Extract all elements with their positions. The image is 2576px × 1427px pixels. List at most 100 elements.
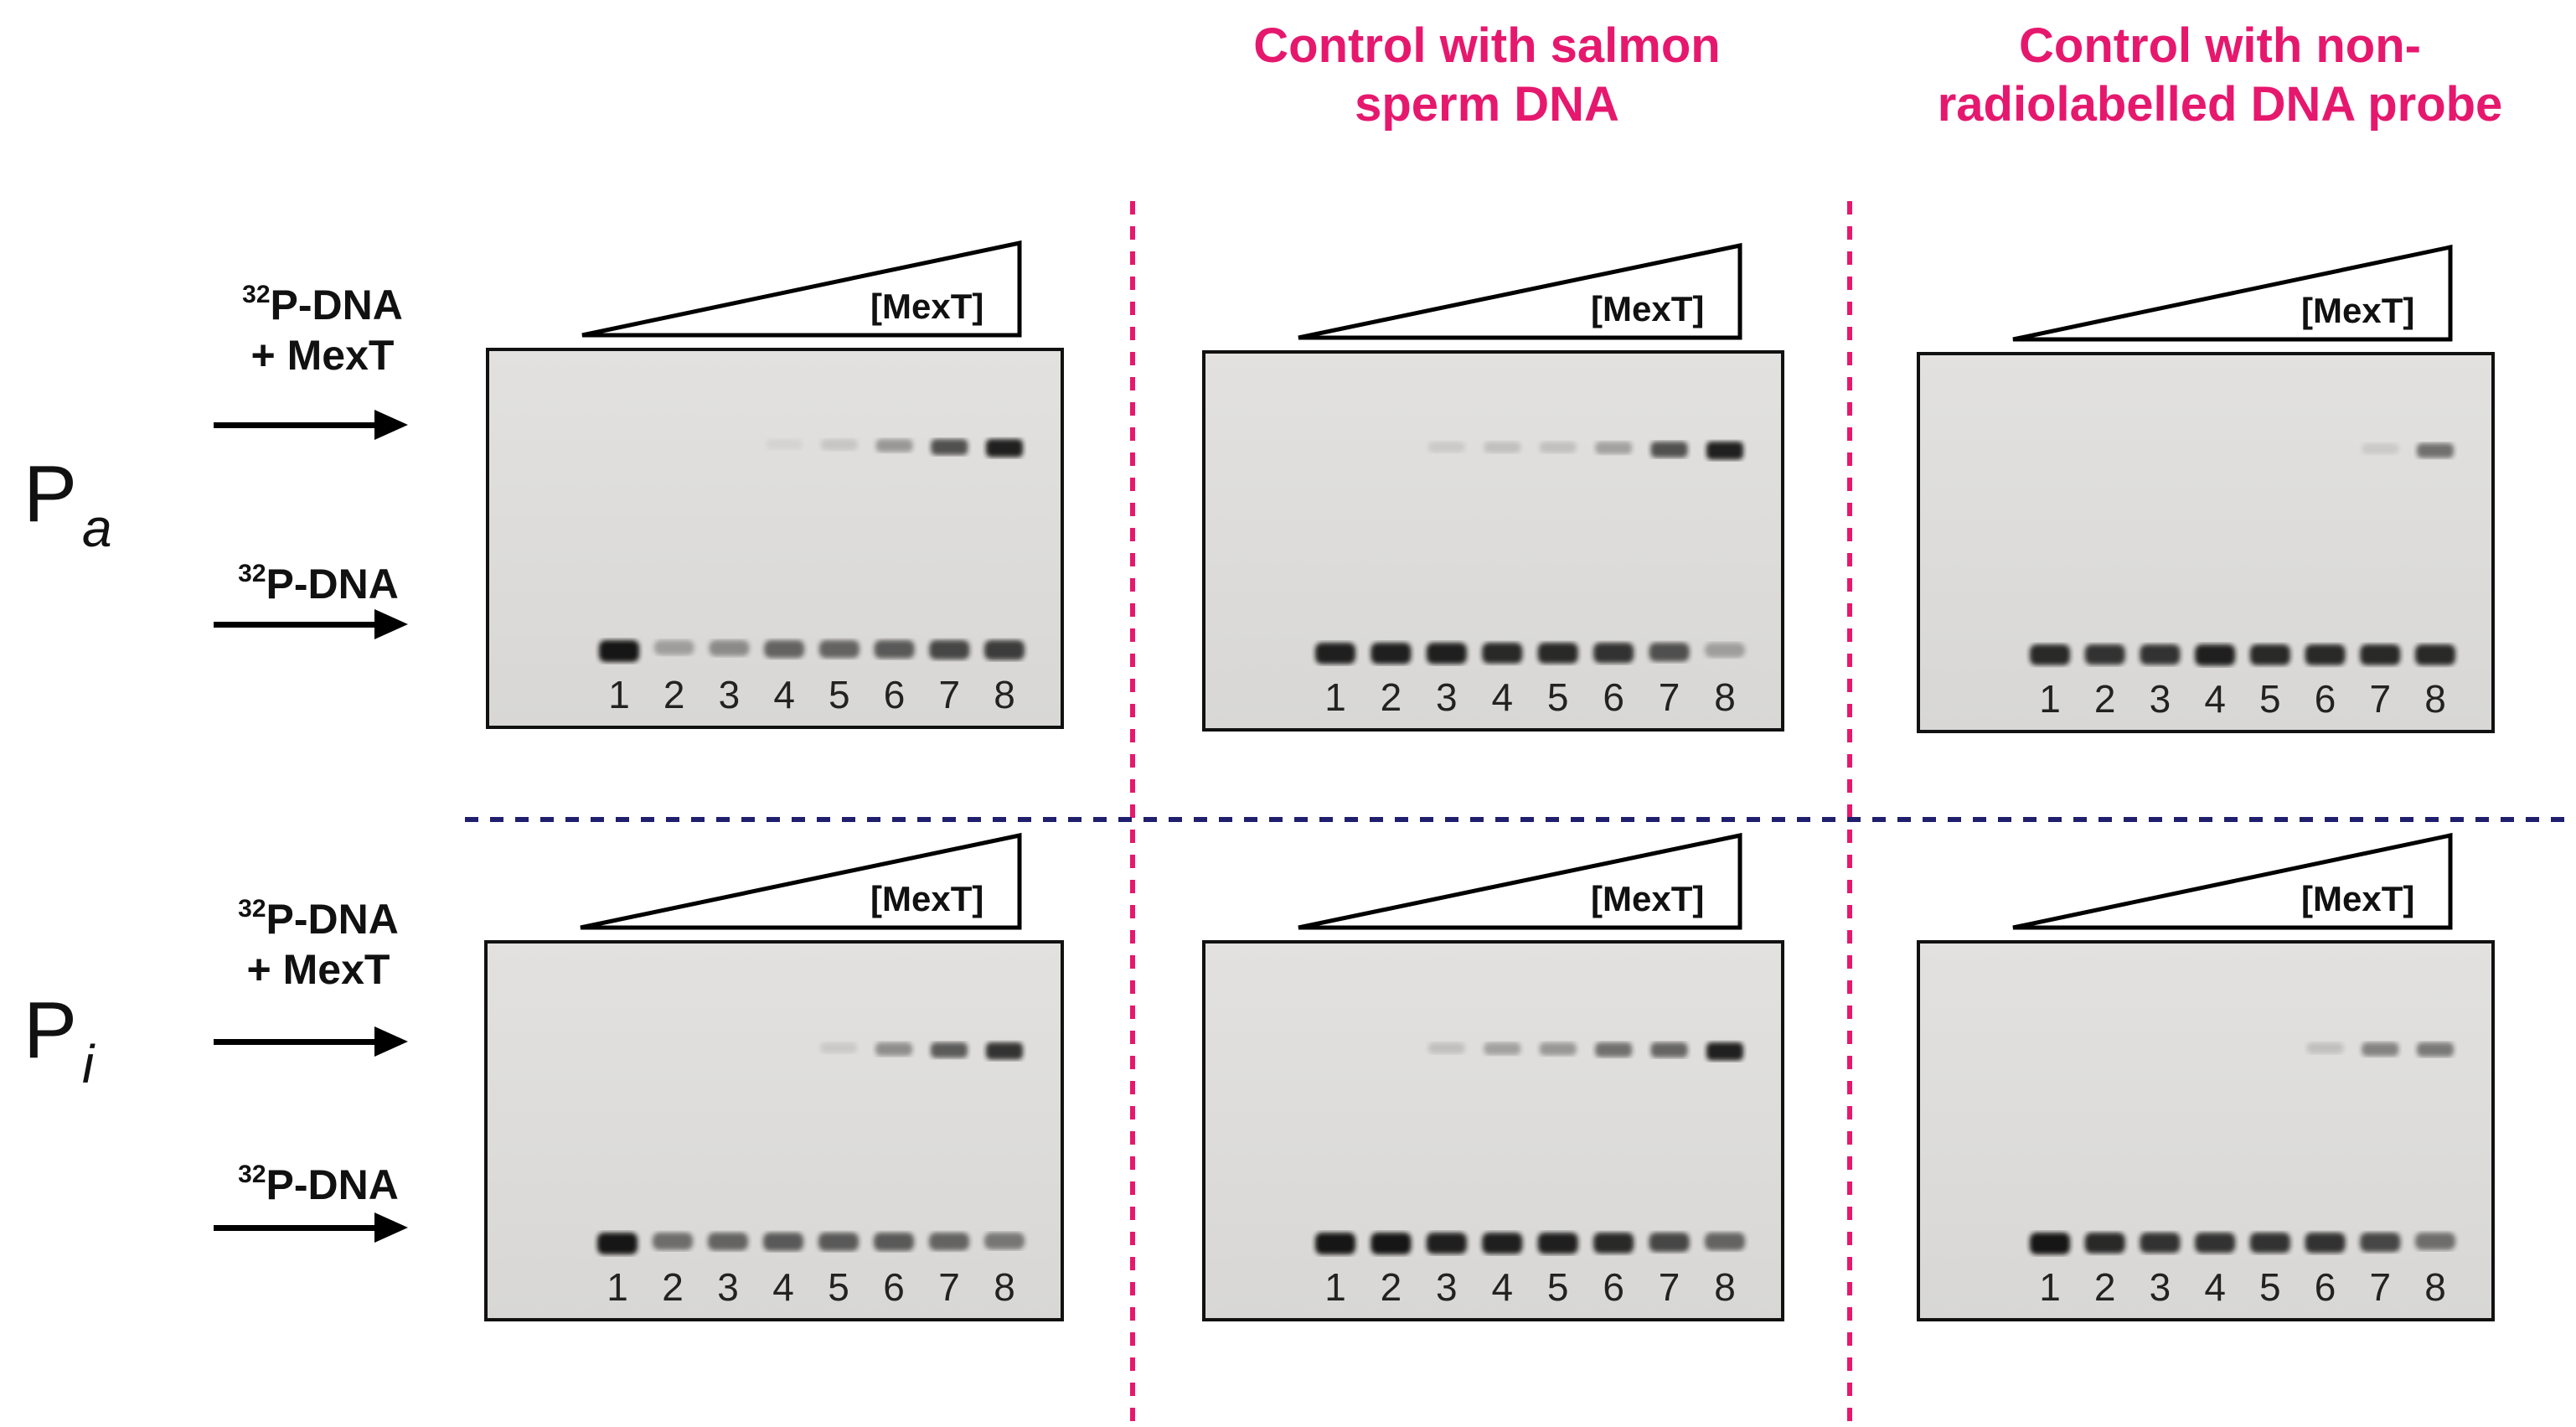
free-band (1537, 643, 1578, 664)
free-band (2140, 1233, 2181, 1254)
gel-bands (2030, 443, 2455, 666)
bound-band (986, 1042, 1023, 1060)
free-band (2084, 644, 2125, 665)
superscript-32: 32 (238, 1161, 266, 1188)
free-band (653, 640, 694, 655)
lane-number: 3 (717, 1265, 739, 1309)
column-title-line: sperm DNA (1355, 77, 1619, 132)
free-band (1371, 1233, 1412, 1254)
bound-band (820, 439, 858, 451)
lane-number: 4 (1491, 675, 1514, 719)
lane-number: 6 (2314, 1265, 2336, 1309)
lane-number: 6 (2314, 677, 2336, 721)
free-band (1705, 1233, 1745, 1251)
lane-number: 8 (1714, 1265, 1736, 1309)
free-label-row-i: 32P-DNA (205, 1150, 431, 1210)
lane-number: 3 (1436, 675, 1458, 719)
row-label-sub: i (82, 1034, 95, 1094)
free-band (2305, 644, 2346, 665)
free-band (1649, 643, 1690, 662)
lane-number: 8 (2424, 1265, 2446, 1309)
mext-gradient-triangle (2012, 832, 2453, 930)
free-band (1315, 643, 1355, 664)
lane-number: 2 (663, 673, 685, 716)
free-band (818, 1233, 859, 1251)
lane-number: 4 (2204, 1265, 2226, 1309)
lane-number: 1 (607, 1265, 628, 1309)
bound-band (1595, 442, 1633, 454)
label-plus-mext: + MexT (250, 332, 395, 379)
bound-band (931, 1042, 968, 1058)
label-plus-mext: + MexT (246, 946, 390, 993)
lane-number: 3 (2149, 677, 2171, 721)
free-band (1482, 1233, 1523, 1254)
free-band (1593, 643, 1634, 664)
mext-gradient-label: [MexT] (2301, 291, 2415, 330)
bound-band (931, 439, 968, 455)
lane-number: 7 (2369, 677, 2392, 721)
bound-band (1539, 442, 1577, 453)
free-band (2195, 1233, 2236, 1254)
complex-label-row-i: 32P-DNA + MexT (205, 884, 431, 995)
free-band (984, 640, 1025, 660)
free-band (1371, 643, 1412, 664)
bound-band (1484, 442, 1521, 453)
bound-band (1650, 442, 1688, 458)
free-band (1426, 643, 1467, 664)
lane-number: 6 (1603, 675, 1624, 719)
row-label-main: P (23, 449, 78, 539)
mext-gradient-label: [MexT] (1591, 879, 1705, 918)
free-band (1649, 1233, 1690, 1252)
free-band (2415, 644, 2455, 665)
mext-gradient-label: [MexT] (1591, 289, 1705, 328)
superscript-32: 32 (238, 895, 266, 923)
superscript-32: 32 (242, 281, 271, 308)
bound-band (2306, 1042, 2344, 1054)
bound-band (2417, 443, 2454, 458)
gel-bands (1315, 1042, 1745, 1254)
lane-number: 5 (829, 673, 850, 716)
mext-gradient-label: [MexT] (870, 879, 984, 918)
lane-number: 5 (1546, 1265, 1569, 1309)
free-band (763, 1233, 803, 1251)
bound-band (875, 439, 913, 452)
free-band (2360, 1233, 2401, 1252)
mext-gradient-triangle (580, 832, 1022, 930)
lane-number: 4 (773, 673, 795, 716)
mext-gradient-triangle (581, 240, 1022, 338)
free-band (2140, 644, 2181, 665)
free-band (2415, 1233, 2455, 1250)
free-band (709, 640, 750, 656)
free-band (2249, 1233, 2290, 1254)
lane-number: 7 (938, 673, 961, 716)
bound-band (1706, 1042, 1743, 1061)
lane-number: 5 (2259, 677, 2281, 721)
column-title-line: Control with salmon (1253, 18, 1721, 73)
free-band (1537, 1233, 1578, 1254)
label-pdna: P-DNA (266, 896, 399, 943)
bound-band (2362, 1042, 2399, 1057)
bound-band (1706, 442, 1743, 460)
free-band (874, 1233, 914, 1251)
lane-number: 5 (1546, 675, 1569, 719)
lane-number: 8 (2424, 677, 2446, 721)
lane-number: 2 (2093, 1265, 2116, 1309)
lane-number: 6 (883, 673, 906, 716)
label-pdna: P-DNA (266, 1161, 399, 1208)
gel-bands (1315, 442, 1745, 664)
mext-gradient-triangle (1298, 242, 1742, 340)
bound-band (820, 1042, 857, 1053)
free-band (1426, 1233, 1467, 1254)
free-band (929, 640, 970, 659)
label-pdna: P-DNA (266, 561, 399, 608)
lane-number: 1 (1324, 1265, 1346, 1309)
label-pdna: P-DNA (270, 282, 403, 328)
bound-band (766, 439, 803, 450)
lane-number: 5 (2259, 1265, 2281, 1309)
mext-gradient-triangle (2012, 244, 2453, 342)
lane-number: 7 (1658, 675, 1680, 719)
bound-band (1539, 1042, 1577, 1056)
